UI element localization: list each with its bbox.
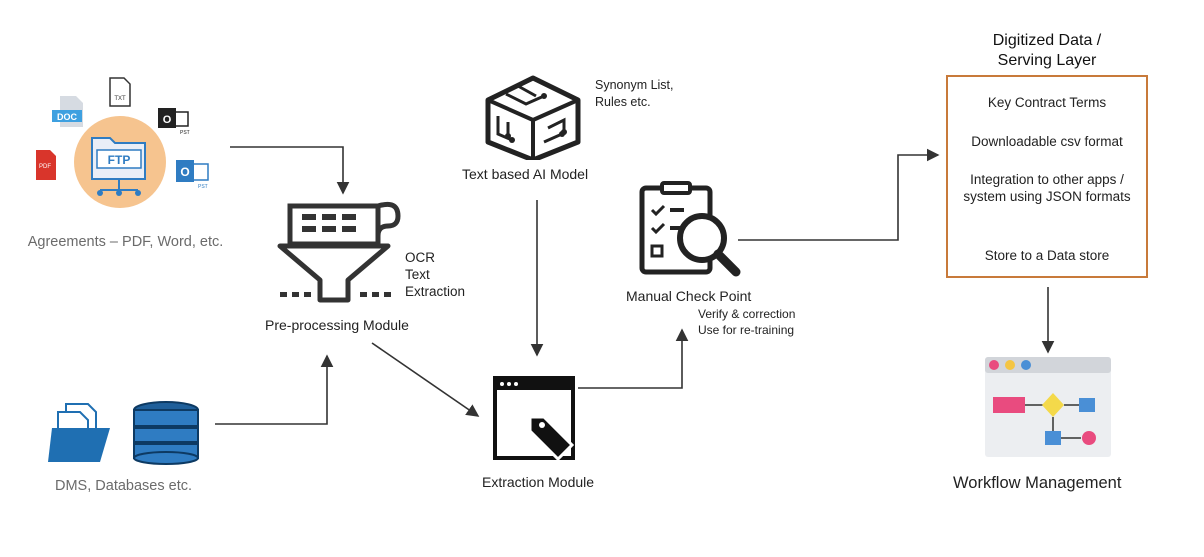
arrow-extraction-to-manual: [578, 328, 689, 389]
ai-cube-icon: [485, 75, 581, 163]
ai-model-label: Text based AI Model: [462, 166, 589, 182]
serving-item: Integration to other apps / system using…: [963, 172, 1131, 204]
svg-text:TXT: TXT: [114, 96, 126, 102]
arrow-dms-to-preprocessing: [215, 354, 334, 425]
preprocessing-label: Pre-processing Module: [265, 317, 409, 333]
manual-note-line: Use for re-training: [698, 323, 795, 337]
arrow-manual-to-serving: [738, 148, 940, 241]
serving-item: Store to a Data store: [984, 248, 1110, 263]
serving-title-line: Digitized Data /: [992, 32, 1102, 49]
serving-item: Downloadable csv format: [971, 134, 1123, 149]
manual-check-note: Verify & correction Use for re-training: [698, 306, 795, 338]
extraction-label: Extraction Module: [482, 474, 595, 490]
serving-layer-box: Key Contract Terms Downloadable csv form…: [946, 75, 1148, 278]
workflow-node: [985, 357, 1115, 459]
manual-check-node: [636, 180, 746, 278]
serving-title: Digitized Data / Serving Layer: [956, 31, 1138, 71]
funnel-document-icon: [277, 201, 401, 303]
synonym-note: Synonym List, Rules etc.: [595, 77, 674, 111]
synonym-line: Rules etc.: [595, 95, 651, 109]
preprocessing-module: [268, 196, 418, 306]
txt-file-icon: TXT: [109, 77, 131, 107]
doc-file-icon: DOC: [52, 96, 83, 127]
manual-check-label: Manual Check Point: [626, 288, 752, 304]
serving-item: Key Contract Terms: [987, 95, 1107, 110]
clipboard-magnifier-icon: [639, 181, 741, 277]
svg-text:DOC: DOC: [57, 112, 78, 122]
agreements-label: Agreements – PDF, Word, etc.: [27, 234, 224, 250]
database-icon: [133, 401, 199, 465]
arrow-ftp-to-preprocessing: [230, 146, 350, 195]
svg-text:PST: PST: [180, 130, 190, 136]
dms-label: DMS, Databases etc.: [55, 478, 192, 494]
window-tag-icon: [493, 376, 575, 462]
svg-text:O: O: [180, 165, 189, 179]
manual-note-line: Verify & correction: [698, 307, 796, 321]
ftp-source-cluster: FTP DOC TXT O PST PDF: [30, 72, 230, 212]
arrow-preprocessing-to-extraction: [371, 342, 480, 417]
svg-text:PDF: PDF: [39, 164, 51, 170]
workflow-diagram-icon: [985, 357, 1111, 457]
outlook-pst-dark-icon: O PST: [158, 108, 190, 136]
workflow-label: Workflow Management: [953, 474, 1122, 492]
svg-text:O: O: [163, 114, 172, 126]
outlook-pst-blue-icon: O PST: [176, 160, 209, 190]
ftp-text: FTP: [108, 153, 131, 167]
serving-title-line: Serving Layer: [997, 52, 1097, 69]
ai-model-node: [478, 72, 588, 163]
dms-graphic: [48, 401, 199, 465]
ftp-cluster-graphic: FTP DOC TXT O PST PDF: [36, 77, 209, 208]
dms-source-cluster: [48, 398, 208, 466]
extraction-module: [492, 375, 592, 470]
pdf-file-icon: PDF: [36, 150, 56, 180]
files-folder-icon: [48, 403, 110, 462]
svg-text:PST: PST: [198, 184, 208, 190]
synonym-line: Synonym List,: [595, 78, 674, 92]
ocr-note: OCR Text Extraction: [405, 249, 465, 300]
ocr-line: Extraction: [405, 284, 466, 299]
ocr-line: Text: [405, 267, 430, 282]
ocr-line: OCR: [405, 250, 435, 265]
